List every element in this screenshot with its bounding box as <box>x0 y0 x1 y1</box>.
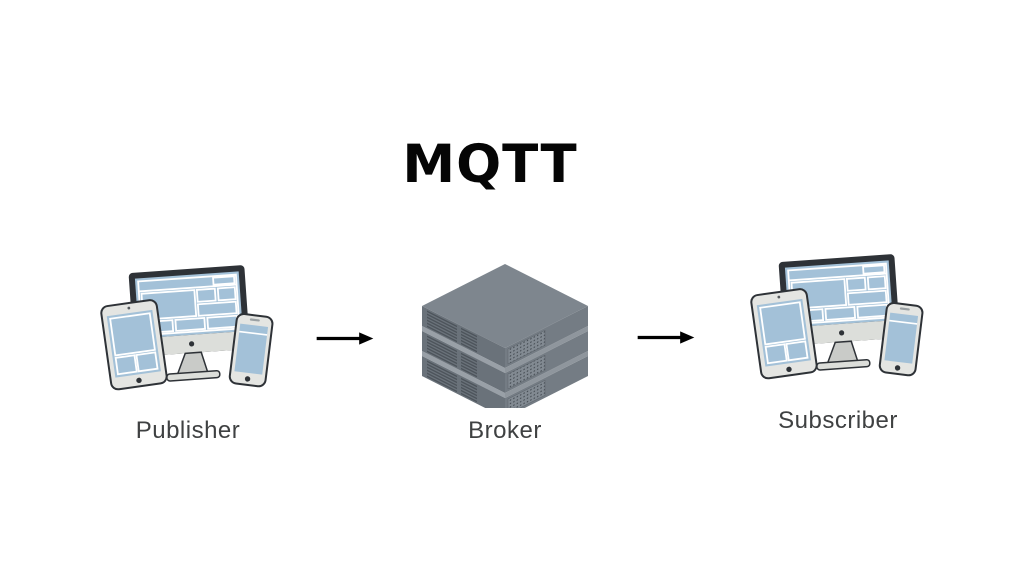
subscriber-label: Subscriber <box>778 407 898 434</box>
broker-label: Broker <box>468 417 542 444</box>
arrow-right-icon <box>316 330 374 347</box>
node-subscriber: Subscriber <box>750 252 926 435</box>
node-broker: Broker <box>417 262 593 445</box>
arrow-right-icon <box>637 329 695 346</box>
publisher-label: Publisher <box>135 417 241 444</box>
client-devices-icon <box>750 252 926 384</box>
diagram-title: MQTT <box>402 134 578 195</box>
node-publisher: Publisher <box>100 263 276 445</box>
server-stack-icon <box>417 262 593 408</box>
client-devices-icon <box>100 263 276 395</box>
